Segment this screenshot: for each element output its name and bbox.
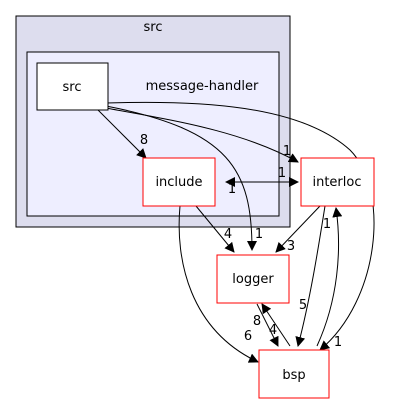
- edge-label-src-bsp: 1: [334, 335, 342, 350]
- edge-interloc-logger[interactable]: [275, 205, 321, 253]
- node-src-label: src: [63, 80, 82, 95]
- edge-bsp-interloc[interactable]: [316, 207, 343, 347]
- edge-bsp-logger[interactable]: [261, 303, 291, 347]
- edge-label-src-logger: 1: [255, 227, 263, 242]
- edge-label-include-bsp: 6: [244, 329, 252, 344]
- node-bsp-label: bsp: [282, 368, 305, 383]
- node-include[interactable]: include: [142, 157, 216, 207]
- edge-label-logger-bsp: 4: [269, 323, 277, 338]
- node-logger-label: logger: [232, 272, 274, 287]
- edge-label-interloc-logger: 3: [287, 239, 295, 254]
- edge-include-logger[interactable]: [195, 205, 235, 253]
- node-interloc-box: [300, 157, 375, 207]
- edge-logger-bsp[interactable]: [256, 303, 279, 347]
- edge-label-src-include: 8: [140, 133, 148, 148]
- edge-label-src-interloc: 1: [283, 144, 291, 159]
- edge-interloc-bsp[interactable]: [295, 205, 326, 347]
- node-include-label: include: [155, 175, 202, 190]
- edge-labels: 8 1 1 1 4 1 3 1 5 8 4 6 1: [140, 133, 342, 350]
- node-interloc[interactable]: interloc: [300, 157, 375, 207]
- edge-label-bsp-interloc: 5: [299, 298, 307, 313]
- cluster-src-label: src: [144, 20, 163, 35]
- node-logger-box: [216, 254, 290, 304]
- node-src-box: [36, 62, 109, 111]
- edges: [97, 101, 375, 363]
- node-src[interactable]: src: [36, 62, 109, 111]
- node-bsp[interactable]: bsp: [258, 349, 330, 399]
- node-include-box: [142, 157, 216, 207]
- edge-label-interloc-bsp: 1: [323, 217, 331, 232]
- edge-label-include-interloc: 1: [278, 166, 286, 181]
- node-interloc-label: interloc: [312, 175, 361, 190]
- edge-src-bsp[interactable]: [105, 101, 375, 351]
- edge-src-include[interactable]: [97, 109, 147, 159]
- edge-src-interloc[interactable]: [105, 107, 299, 163]
- edge-label-bsp-logger: 8: [253, 314, 261, 329]
- node-logger[interactable]: logger: [216, 254, 290, 304]
- edge-src-logger[interactable]: [105, 105, 257, 251]
- cluster-message-handler-label: message-handler: [146, 79, 259, 94]
- node-bsp-box: [258, 349, 330, 399]
- edge-label-interloc-include: 1: [228, 182, 236, 197]
- edge-include-bsp[interactable]: [178, 205, 259, 363]
- edge-label-include-logger: 4: [224, 227, 232, 242]
